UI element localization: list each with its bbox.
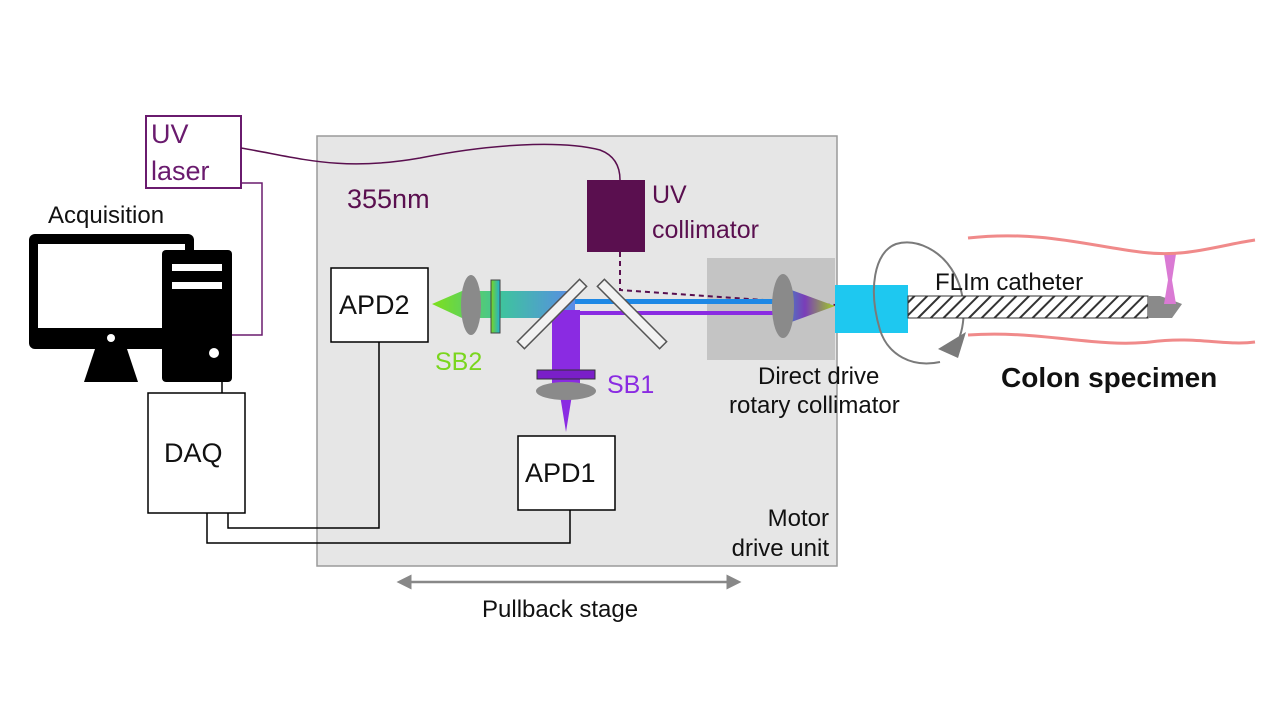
sb2-label: SB2 bbox=[435, 348, 482, 376]
uv-laser-label-1: UV bbox=[151, 119, 189, 149]
laser-trigger-line bbox=[231, 182, 263, 336]
tower-slot-2 bbox=[172, 282, 222, 289]
apd2-signal-cable bbox=[227, 342, 380, 529]
rotary-lens bbox=[772, 274, 794, 338]
sb1-filter bbox=[536, 369, 596, 380]
tissue-excitation-spot bbox=[1164, 254, 1176, 304]
uv-laser-label-2: laser bbox=[151, 156, 210, 186]
apd1-label: APD1 bbox=[525, 458, 596, 488]
motor-label-2: drive unit bbox=[732, 535, 830, 562]
colon-wall-lower bbox=[967, 332, 1256, 345]
uv-fiber bbox=[240, 143, 621, 181]
sb2-filter bbox=[490, 279, 501, 334]
rotary-joint bbox=[835, 285, 908, 333]
colon-wall-upper bbox=[967, 234, 1256, 256]
rotation-arrow bbox=[872, 241, 965, 365]
flim-catheter bbox=[907, 295, 1149, 319]
uv-laser-box bbox=[145, 115, 242, 189]
rotation-arrowhead bbox=[938, 332, 966, 358]
rotary-label-1: Direct drive bbox=[758, 363, 879, 390]
dichroic-mirror-2 bbox=[596, 278, 668, 350]
uv-collimator-label-1: UV bbox=[652, 181, 687, 209]
catheter-label: FLIm catheter bbox=[935, 269, 1083, 296]
monitor-stand bbox=[84, 349, 138, 382]
apd2-lens bbox=[461, 275, 481, 335]
uv-collimator bbox=[587, 180, 645, 252]
motor-label-1: Motor bbox=[768, 505, 829, 532]
acquisition-label: Acquisition bbox=[48, 202, 164, 229]
sb1-label: SB1 bbox=[607, 371, 654, 399]
monitor-screen bbox=[38, 244, 185, 328]
apd1-lens bbox=[536, 382, 596, 400]
pullback-label: Pullback stage bbox=[482, 596, 638, 623]
daq-label: DAQ bbox=[164, 438, 223, 468]
uv-collimator-label-2: collimator bbox=[652, 216, 759, 244]
apd1-box bbox=[517, 435, 616, 511]
apd1-signal-cable bbox=[206, 510, 571, 544]
tower-slot-1 bbox=[172, 264, 222, 271]
specimen-label: Colon specimen bbox=[1001, 362, 1217, 393]
apd2-box bbox=[330, 267, 429, 343]
collection-beam-violet bbox=[575, 311, 775, 315]
apd2-label: APD2 bbox=[339, 290, 410, 320]
wavelength-label: 355nm bbox=[347, 184, 430, 214]
daq-box bbox=[147, 392, 246, 514]
dichroic-mirror-1 bbox=[516, 278, 588, 350]
monitor-power-dot bbox=[107, 334, 115, 342]
collection-beam-blue bbox=[575, 299, 775, 304]
tower-power-dot bbox=[209, 348, 219, 358]
rotary-label-2: rotary collimator bbox=[729, 392, 900, 419]
